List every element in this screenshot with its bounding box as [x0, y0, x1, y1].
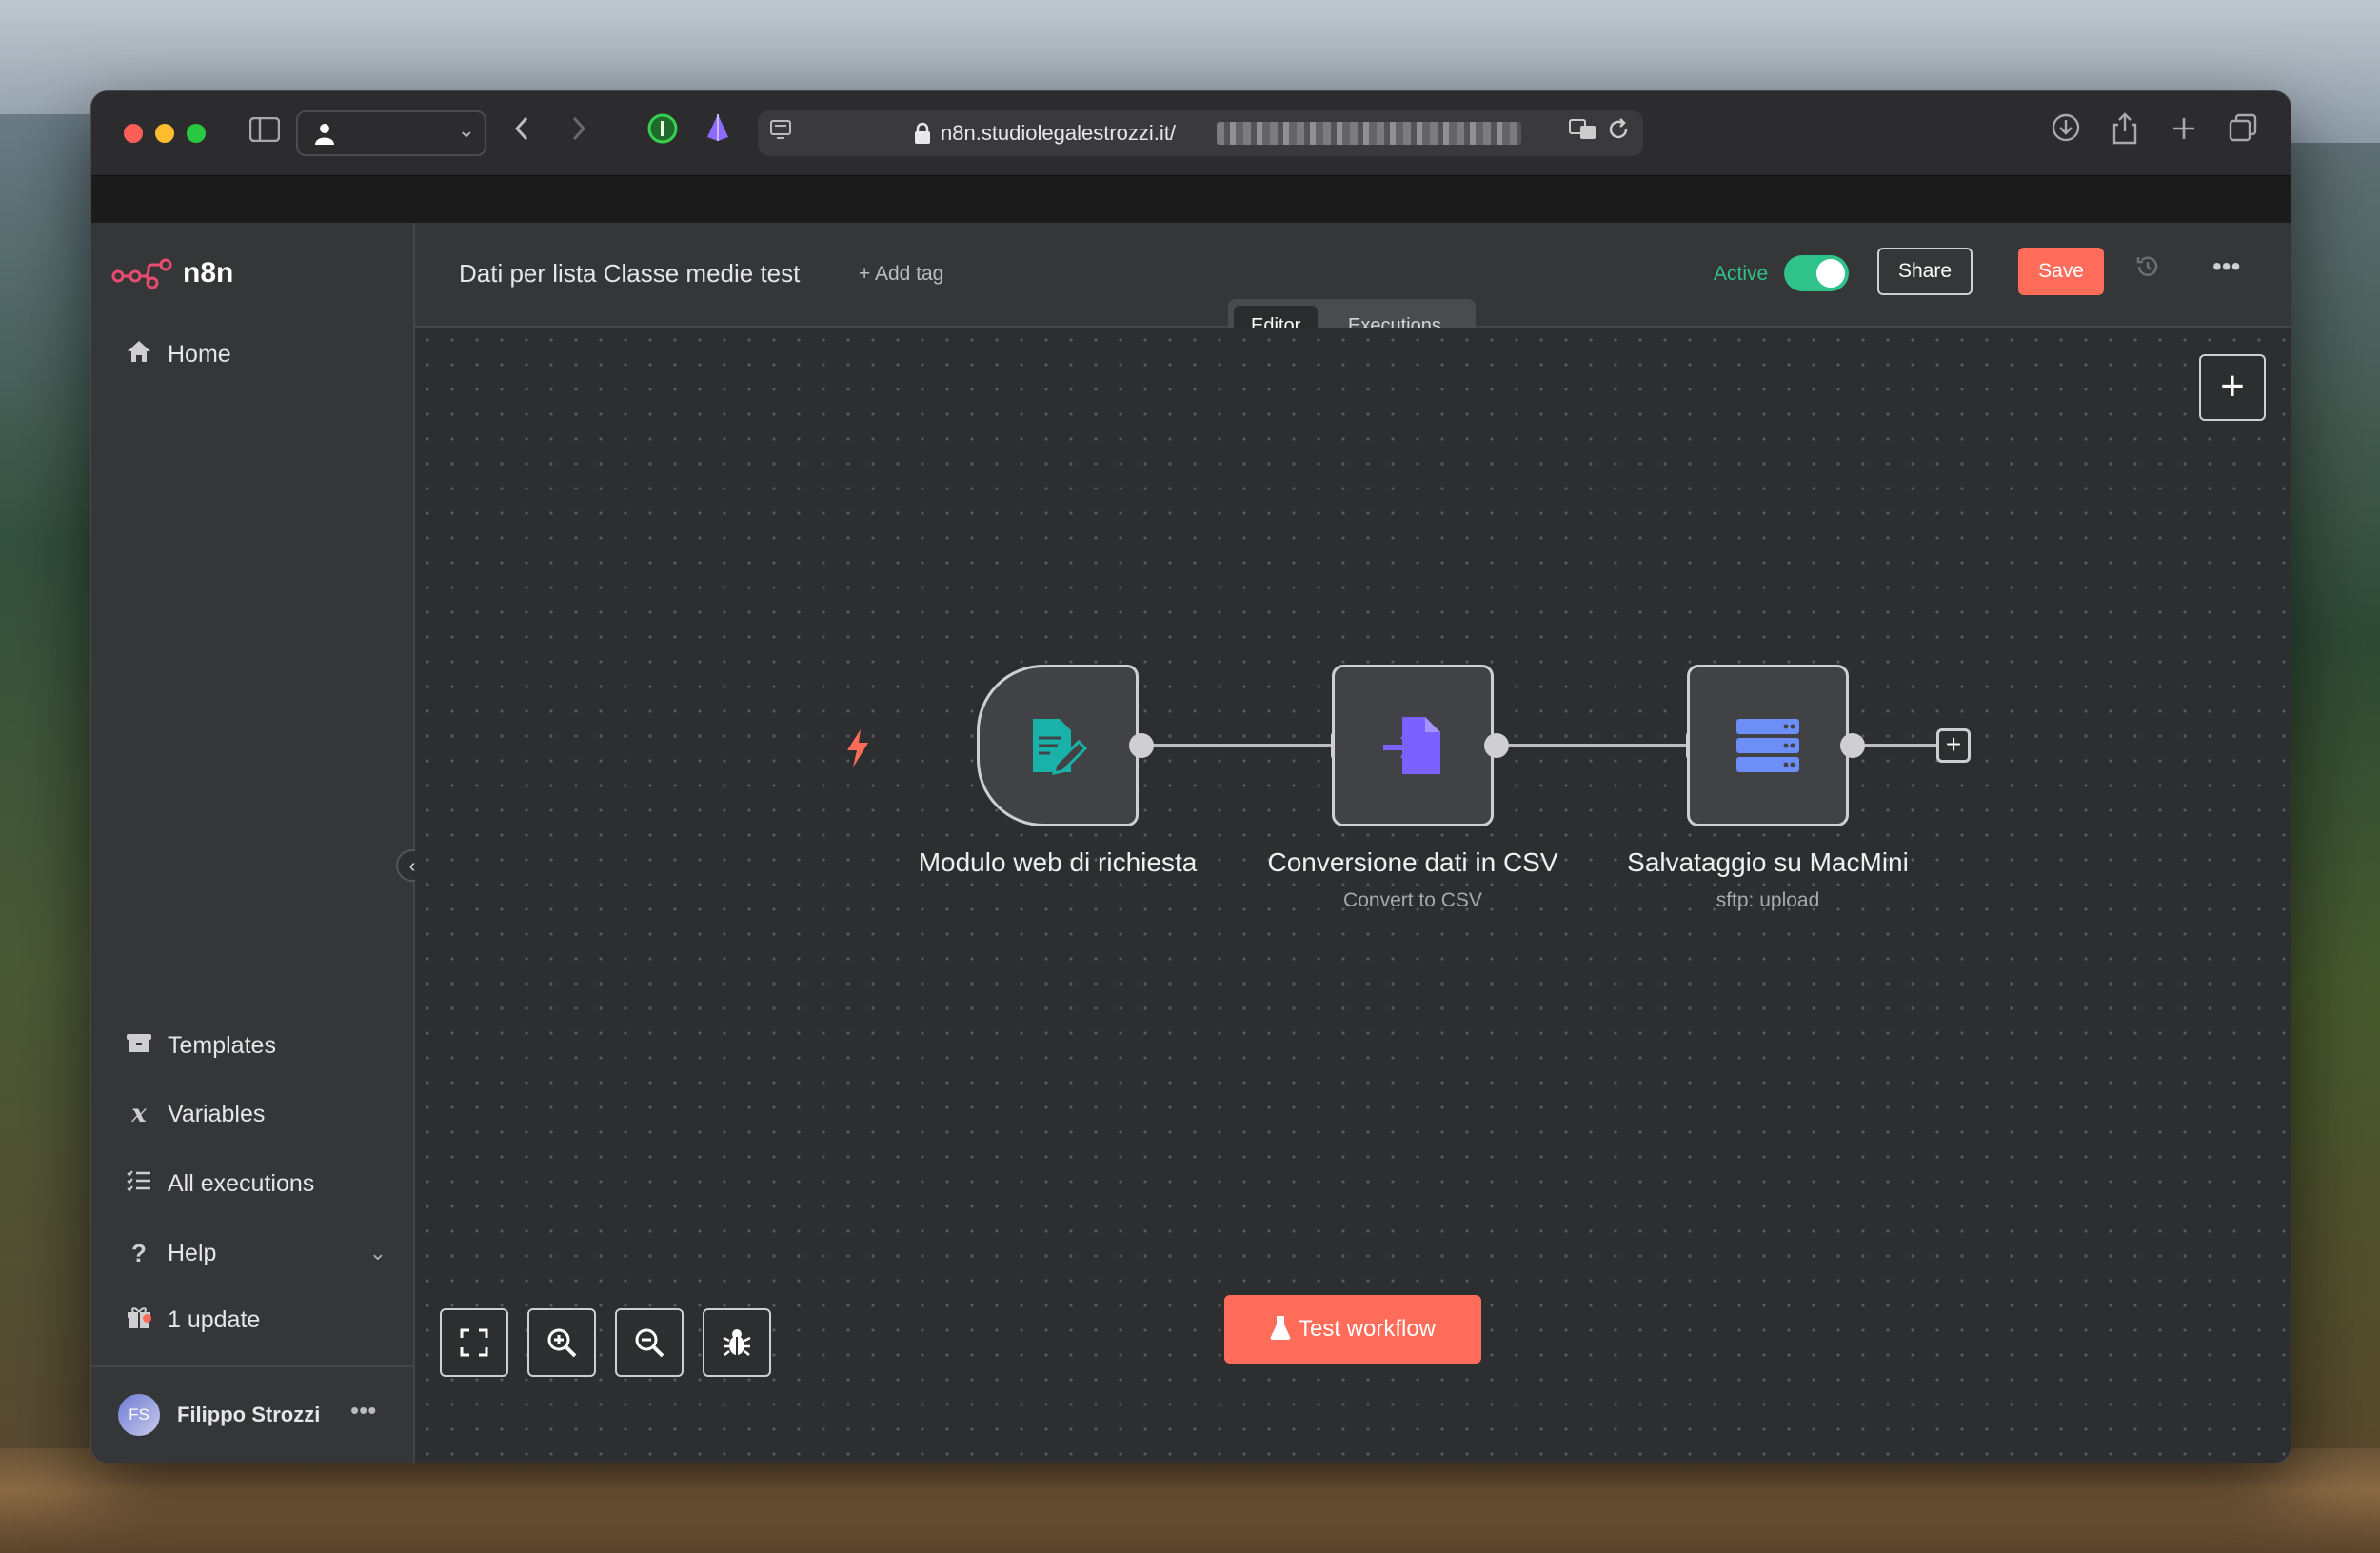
sidebar-item-label: 1 update: [168, 1305, 261, 1333]
more-options-icon[interactable]: •••: [2212, 251, 2241, 281]
zoom-out-button[interactable]: [615, 1308, 684, 1377]
sidebar-item-label: Templates: [168, 1031, 276, 1059]
server-icon: [1736, 719, 1799, 772]
browser-window: ⌄ n8n.studiolegalestrozzi.it/: [90, 90, 2291, 1463]
close-window-button[interactable]: [124, 124, 143, 143]
fit-view-icon: [460, 1328, 488, 1357]
back-icon[interactable]: [501, 112, 543, 154]
sidebar-item-label: All executions: [168, 1169, 315, 1197]
url-text: n8n.studiolegalestrozzi.it/: [941, 121, 1177, 145]
sidebar-item-label: Help: [168, 1239, 217, 1266]
sidebar-item-home[interactable]: Home: [110, 328, 396, 381]
sidebar-item-help[interactable]: ? Help ⌄: [110, 1226, 396, 1280]
translate-icon[interactable]: [1569, 118, 1597, 148]
tab-overview-icon[interactable]: [2222, 112, 2264, 154]
output-port[interactable]: [1484, 733, 1509, 758]
minimize-window-button[interactable]: [155, 124, 174, 143]
zoom-in-button[interactable]: [527, 1308, 596, 1377]
node-convert-csv[interactable]: [1332, 665, 1494, 826]
share-page-icon[interactable]: [2104, 112, 2146, 154]
node-label: Salvataggio su MacMini: [1627, 847, 1909, 877]
test-workflow-label: Test workflow: [1298, 1316, 1437, 1342]
profile-selector[interactable]: ⌄: [296, 110, 486, 156]
favorites-bar: [91, 175, 2291, 224]
sidebar-toggle-icon[interactable]: [244, 112, 286, 154]
url-redacted: [1217, 122, 1521, 145]
user-menu[interactable]: FS Filippo Strozzi •••: [91, 1365, 413, 1463]
connection-line: [1853, 744, 1938, 747]
node-label: Conversione dati in CSV: [1267, 847, 1558, 877]
person-icon: [315, 124, 334, 145]
n8n-logo[interactable]: n8n: [110, 257, 233, 289]
node-subtitle: sftp: upload: [1716, 889, 1820, 911]
sidebar-item-templates[interactable]: Templates: [110, 1019, 396, 1072]
lock-icon: [915, 122, 930, 144]
zoom-in-icon: [547, 1328, 577, 1358]
password-manager-icon[interactable]: [642, 112, 684, 154]
history-icon[interactable]: [2134, 253, 2161, 287]
workflow-title[interactable]: Dati per lista Classe medie test: [459, 259, 801, 288]
zoom-out-icon: [635, 1328, 664, 1358]
output-port[interactable]: [1840, 733, 1865, 758]
form-icon: [1033, 719, 1088, 775]
bug-icon: [723, 1329, 751, 1356]
node-sftp-upload[interactable]: [1687, 665, 1849, 826]
sidebar-item-label: Variables: [168, 1100, 266, 1127]
box-icon: [110, 1031, 168, 1061]
reload-icon[interactable]: [1607, 118, 1630, 148]
trigger-bolt-icon: [847, 729, 868, 767]
sidebar: n8n Home Templates x Variables: [91, 223, 415, 1463]
node-label: Modulo web di richiesta: [918, 847, 1198, 877]
downloads-icon[interactable]: [2045, 112, 2087, 154]
connection-line: [1141, 744, 1341, 747]
output-port[interactable]: [1129, 733, 1154, 758]
workflow-canvas[interactable]: + Modulo web di richiesta: [415, 328, 2291, 1463]
toggle-knob: [1816, 259, 1845, 288]
add-next-node-button[interactable]: +: [1936, 728, 1971, 763]
n8n-logo-icon: [111, 258, 172, 289]
home-icon: [110, 339, 168, 370]
share-button[interactable]: Share: [1877, 248, 1973, 295]
background-ground: [0, 1448, 2380, 1553]
active-toggle[interactable]: [1784, 255, 1849, 291]
chevron-down-icon: ⌄: [368, 1241, 387, 1264]
gift-icon: [110, 1304, 168, 1336]
n8n-app: n8n Home Templates x Variables: [91, 223, 2291, 1463]
maximize-window-button[interactable]: [187, 124, 206, 143]
add-node-button[interactable]: +: [2199, 354, 2266, 421]
sidebar-item-update[interactable]: 1 update: [110, 1293, 396, 1346]
sidebar-item-label: Home: [168, 340, 231, 368]
active-label: Active: [1714, 263, 1769, 285]
flask-icon: [1270, 1316, 1291, 1340]
question-icon: ?: [131, 1238, 147, 1267]
avatar: FS: [118, 1394, 160, 1436]
test-workflow-button[interactable]: Test workflow: [1224, 1295, 1481, 1364]
debug-button[interactable]: [703, 1308, 771, 1377]
address-bar[interactable]: n8n.studiolegalestrozzi.it/: [758, 110, 1643, 156]
file-convert-icon: [1383, 717, 1440, 774]
zoom-to-fit-button[interactable]: [440, 1308, 508, 1377]
add-tag-button[interactable]: + Add tag: [859, 263, 944, 285]
user-name: Filippo Strozzi: [177, 1403, 321, 1426]
logo-text: n8n: [183, 257, 234, 289]
page-menu-icon[interactable]: [769, 118, 792, 148]
chevron-down-icon: ⌄: [457, 118, 475, 142]
list-icon: [110, 1169, 168, 1199]
background-mountain-right: [2275, 143, 2380, 1552]
node-subtitle: Convert to CSV: [1343, 889, 1482, 911]
new-tab-icon[interactable]: [2163, 112, 2205, 154]
save-button[interactable]: Save: [2018, 248, 2104, 295]
node-form-trigger[interactable]: [977, 665, 1139, 826]
sidebar-item-all-executions[interactable]: All executions: [110, 1157, 396, 1210]
browser-toolbar: ⌄ n8n.studiolegalestrozzi.it/: [91, 91, 2291, 175]
forward-icon[interactable]: [558, 112, 600, 154]
variable-icon: x: [131, 1100, 147, 1128]
connection-line: [1496, 744, 1697, 747]
sidebar-item-variables[interactable]: x Variables: [110, 1087, 396, 1141]
update-badge: [143, 1313, 151, 1323]
extension-icon[interactable]: [697, 112, 739, 154]
more-icon[interactable]: •••: [350, 1396, 377, 1424]
